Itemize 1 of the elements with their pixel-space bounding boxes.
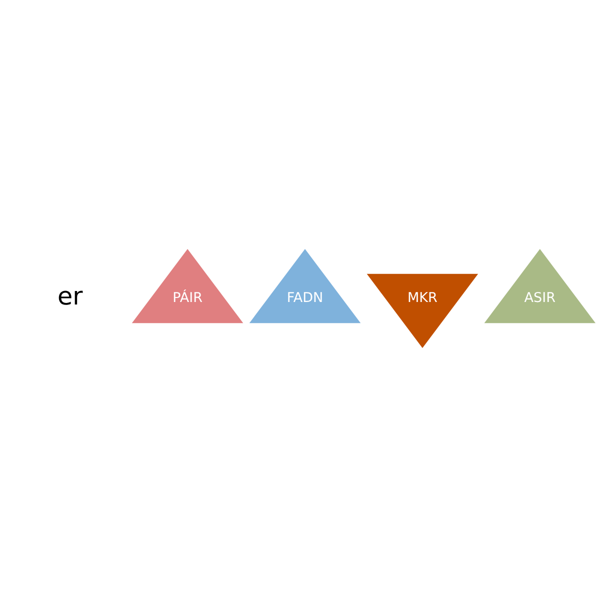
label: er	[57, 282, 83, 311]
